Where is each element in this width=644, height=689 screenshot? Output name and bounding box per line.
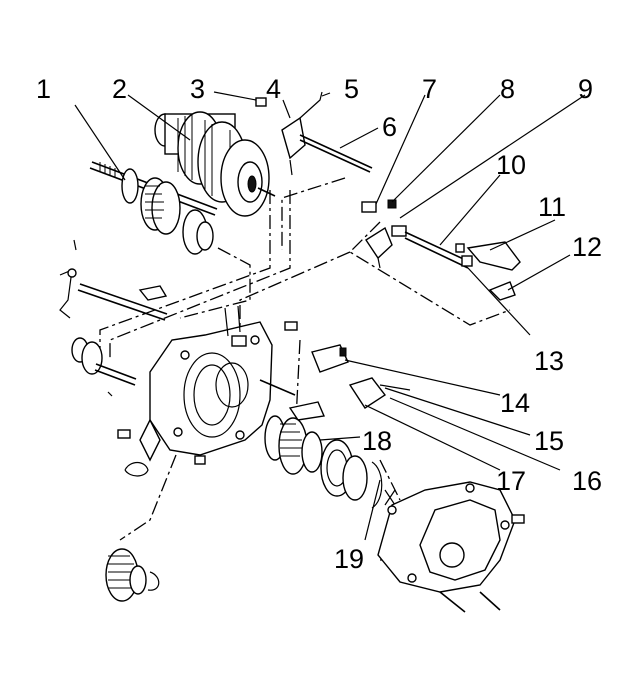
input-shaft [74,104,218,255]
callout-3: 3 [190,74,205,104]
callout-2: 2 [112,74,127,104]
transmission-case [117,305,298,477]
callout-14: 14 [500,388,530,418]
callout-11: 11 [538,192,566,222]
callout-10: 10 [496,150,526,180]
callout-7: 7 [422,74,437,104]
callout-5: 5 [344,74,359,104]
callout-8: 8 [500,74,515,104]
callout-19: 19 [334,544,364,574]
callout-17: 17 [496,466,526,496]
shift-rail-assembly [361,94,586,336]
upper-shift-fork [213,91,379,176]
rear-cover [377,481,525,613]
callout-6: 6 [382,112,397,142]
callout-15: 15 [534,426,564,456]
lower-gear [105,548,160,602]
callout-13: 13 [534,346,564,376]
callout-9: 9 [578,74,593,104]
callout-18: 18 [362,426,392,456]
callout-1: 1 [36,74,51,104]
detent-assembly [288,344,561,471]
output-gears [264,415,368,501]
callout-16: 16 [572,466,602,496]
callout-12: 12 [572,232,602,262]
callout-4: 4 [266,74,281,104]
snap-ring-fasteners [364,461,396,541]
callout-labels: 1 2 3 4 5 6 7 8 9 10 11 12 13 14 15 16 1… [36,74,602,574]
left-linkage [59,239,168,397]
gear-cluster [127,94,276,217]
